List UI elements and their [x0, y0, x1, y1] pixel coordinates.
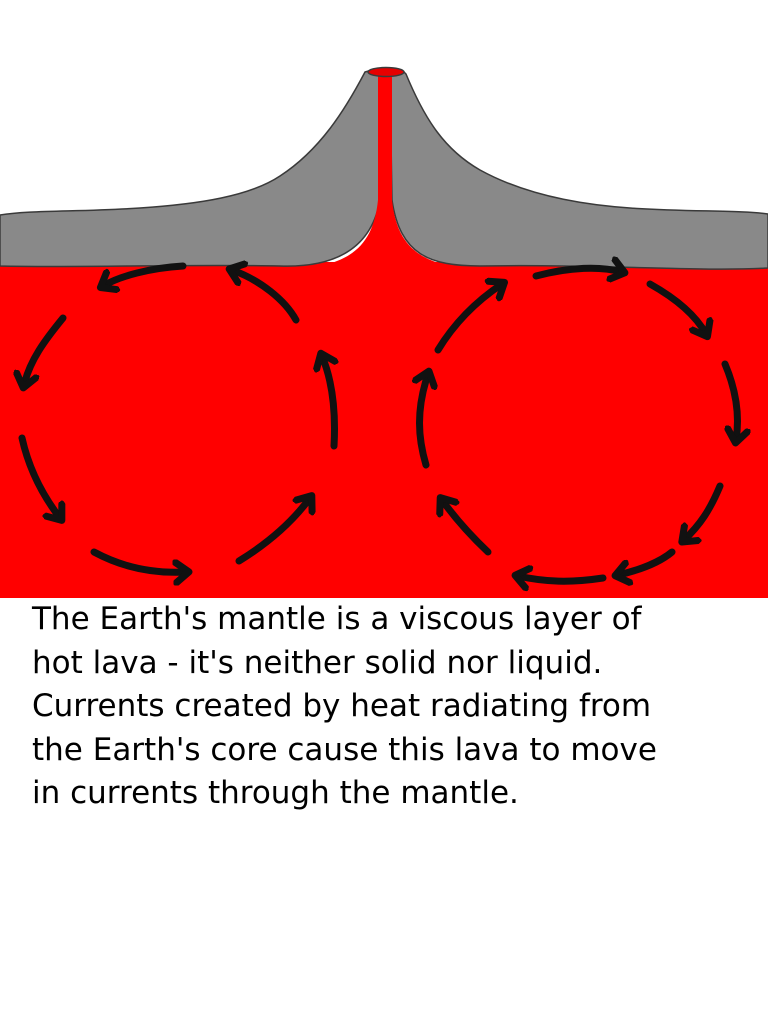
caption-line-5: in currents through the mantle. — [32, 775, 519, 811]
left-convection-cell — [22, 266, 335, 572]
caption-line-3: Currents created by heat radiating from — [32, 688, 652, 724]
curved-arrow-icon — [24, 314, 67, 385]
curved-arrow-icon — [90, 548, 186, 572]
curved-arrow-icon — [103, 262, 187, 286]
curved-arrow-icon — [518, 576, 607, 581]
mantle-convection-diagram — [0, 66, 768, 598]
mantle-layer — [0, 262, 768, 598]
curved-arrow-icon — [646, 280, 706, 334]
curved-arrow-icon — [18, 434, 60, 518]
curved-arrow-icon — [684, 482, 724, 540]
right-convection-cell — [420, 268, 738, 581]
curved-arrow-icon — [235, 498, 310, 565]
volcano-crater — [367, 66, 405, 78]
curved-arrow-icon — [434, 284, 502, 354]
caption-text: The Earth's mantle is a viscous layer of… — [32, 598, 752, 816]
curved-arrow-icon — [721, 360, 738, 440]
caption-line-2: hot lava - it's neither solid nor liquid… — [32, 644, 603, 681]
curved-arrow-icon — [322, 356, 335, 450]
curved-arrow-icon — [618, 548, 676, 575]
caption-line-1: The Earth's mantle is a viscous layer of — [32, 601, 642, 637]
magma-conduit — [320, 75, 450, 266]
curved-arrow-icon — [532, 268, 622, 276]
curved-arrow-icon — [232, 270, 300, 324]
crust-volcano — [0, 69, 768, 270]
caption-line-4: the Earth's core cause this lava to move — [32, 731, 657, 768]
curved-arrow-icon — [442, 500, 492, 556]
curved-arrow-icon — [420, 374, 429, 469]
